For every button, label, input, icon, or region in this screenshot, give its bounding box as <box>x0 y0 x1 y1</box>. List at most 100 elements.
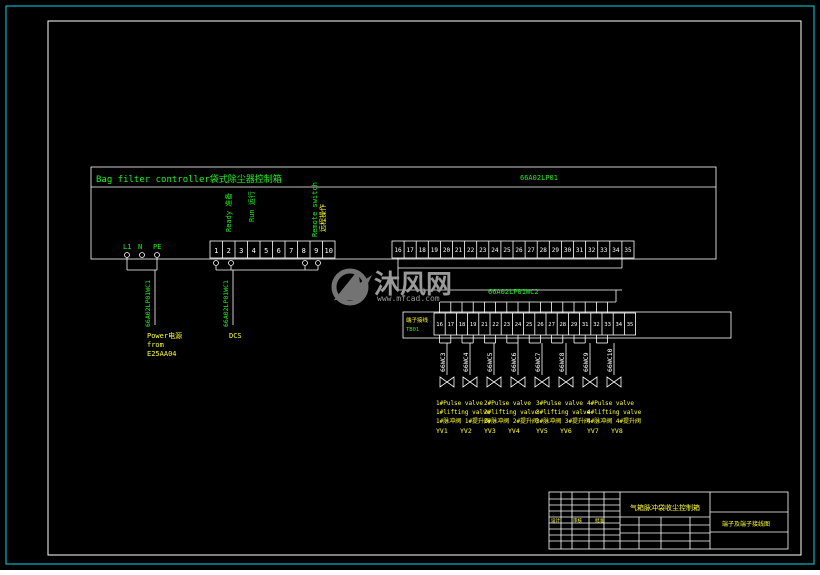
junction-terminal-number: 18 <box>459 322 466 328</box>
outer-frame <box>5 5 815 565</box>
terminal-circle-icon <box>213 260 219 266</box>
vertical-label: 远程操作 <box>318 204 327 232</box>
valve-description: 3#脉冲阀 3#提升阀 <box>536 417 590 425</box>
solenoid-valve-icon <box>462 376 478 388</box>
right-terminal-number: 21 <box>455 247 463 254</box>
vertical-label: Remote switch <box>311 182 319 237</box>
controller-code: 66A02LP01 <box>520 174 558 182</box>
right-terminal-number: 32 <box>588 247 596 254</box>
valve-description: 1#lifting valve <box>436 409 491 416</box>
left-terminal-number: 6 <box>277 247 281 255</box>
vertical-label: Run 运行 <box>247 191 256 222</box>
right-terminal-number: 17 <box>407 247 415 254</box>
right-terminal-number: 25 <box>503 247 511 254</box>
title-block-cell: 审核 <box>573 517 582 524</box>
valve-cable-code: 66WC4 <box>462 352 470 372</box>
solenoid-valve-icon <box>582 376 598 388</box>
junction-terminal-number: 34 <box>615 322 622 328</box>
valve-cable-code: 66WC6 <box>510 352 518 372</box>
valve-tag: YV8 <box>611 427 623 435</box>
left-terminal-number: 5 <box>264 247 268 255</box>
junction-terminal-number: 35 <box>627 322 634 328</box>
right-terminal-number: 27 <box>528 247 536 254</box>
valve-cable-code: 66WC8 <box>558 352 566 372</box>
cable-label: DCS <box>229 332 242 340</box>
right-terminal-number: 29 <box>552 247 560 254</box>
right-terminal-number: 33 <box>600 247 608 254</box>
valve-cable-code: 66WC9 <box>582 352 590 372</box>
junction-terminal-number: 23 <box>503 322 510 328</box>
terminal-circle-icon <box>124 252 130 258</box>
valve-tag: YV2 <box>460 427 472 435</box>
valve-tag: YV4 <box>508 427 520 435</box>
right-terminal-number: 22 <box>467 247 475 254</box>
valve-description: 4#lifting valve <box>587 409 642 416</box>
junction-label-2: TB01 <box>406 327 419 333</box>
left-terminal-number: 7 <box>289 247 293 255</box>
junction-terminal-number: 24 <box>515 322 522 328</box>
cable-code: 66A02LP01WC1 <box>222 280 230 327</box>
junction-terminal-number: 17 <box>447 322 454 328</box>
controller-title: Bag filter controller袋式除尘器控制箱 <box>96 173 282 185</box>
title-block-cell: 设计 <box>551 517 560 524</box>
right-terminal-number: 19 <box>431 247 439 254</box>
solenoid-valve-icon <box>534 376 550 388</box>
valve-description: 2#脉冲阀 2#提升阀 <box>484 417 538 425</box>
junction-terminal-number: 19 <box>470 322 477 328</box>
junction-label-1: 端子接线 <box>406 316 429 324</box>
cable-label: E25AA04 <box>147 350 177 358</box>
valve-description: 4#Pulse valve <box>587 400 634 407</box>
drawing-title: 气箱脉冲袋收尘控制箱 <box>630 503 700 512</box>
valve-description: 4#脉冲阀 4#提升阀 <box>587 417 641 425</box>
drawing-subtitle: 端子及端子接线图 <box>722 520 770 528</box>
left-terminal-number: 3 <box>239 247 243 255</box>
junction-terminal-number: 26 <box>537 322 544 328</box>
solenoid-valve-icon <box>510 376 526 388</box>
left-terminal-number: 1 <box>214 247 218 255</box>
title-block-grid <box>549 492 710 549</box>
cable-code: 66A02LP01WC1 <box>144 280 152 327</box>
terminal-circle-icon <box>302 260 308 266</box>
solenoid-valve-icon <box>558 376 574 388</box>
solenoid-valve-icon <box>606 376 622 388</box>
valve-description: 2#Pulse valve <box>484 400 531 407</box>
valve-tag: YV5 <box>536 427 548 435</box>
power-terminal-label: N <box>138 243 142 251</box>
junction-terminal-number: 21 <box>481 322 488 328</box>
valve-cable-code: 66WC3 <box>439 352 447 372</box>
title-block-small-cells: 设计 审核 批准 <box>551 517 604 524</box>
junction-terminal-number: 31 <box>582 322 589 328</box>
cable-label: Power电源 <box>147 331 182 340</box>
controller-box: Bag filter controller袋式除尘器控制箱 66A02LP01 … <box>90 166 717 269</box>
watermark-logo-icon <box>331 268 372 306</box>
junction-terminal-number: 25 <box>526 322 533 328</box>
terminal-circle-icon <box>139 252 145 258</box>
left-terminal-number: 2 <box>227 247 231 255</box>
right-terminal-number: 20 <box>443 247 451 254</box>
valve-tag: YV7 <box>587 427 599 435</box>
left-terminal-number: 4 <box>252 247 256 255</box>
right-terminal-number: 16 <box>394 247 402 254</box>
valve-tag: YV6 <box>560 427 572 435</box>
junction-cable-code: 66A02LP01WC2 <box>488 288 539 296</box>
junction-terminal-number: 16 <box>436 322 443 328</box>
title-block: 气箱脉冲袋收尘控制箱 端子及端子接线图 设计 审核 批准 <box>548 491 789 550</box>
cable-label: from <box>147 341 164 349</box>
valve-cable-code: 66WC10 <box>606 348 614 372</box>
junction-terminal-number: 27 <box>548 322 555 328</box>
valve-tag: YV3 <box>484 427 496 435</box>
left-terminal-number: 9 <box>314 247 318 255</box>
right-terminal-number: 35 <box>624 247 632 254</box>
right-terminal-number: 34 <box>612 247 620 254</box>
right-terminal-number: 26 <box>515 247 523 254</box>
title-block-cell: 批准 <box>595 517 604 524</box>
junction-terminal-number: 32 <box>593 322 600 328</box>
junction-terminal-number: 29 <box>571 322 578 328</box>
power-terminal-label: L1 <box>123 243 131 251</box>
